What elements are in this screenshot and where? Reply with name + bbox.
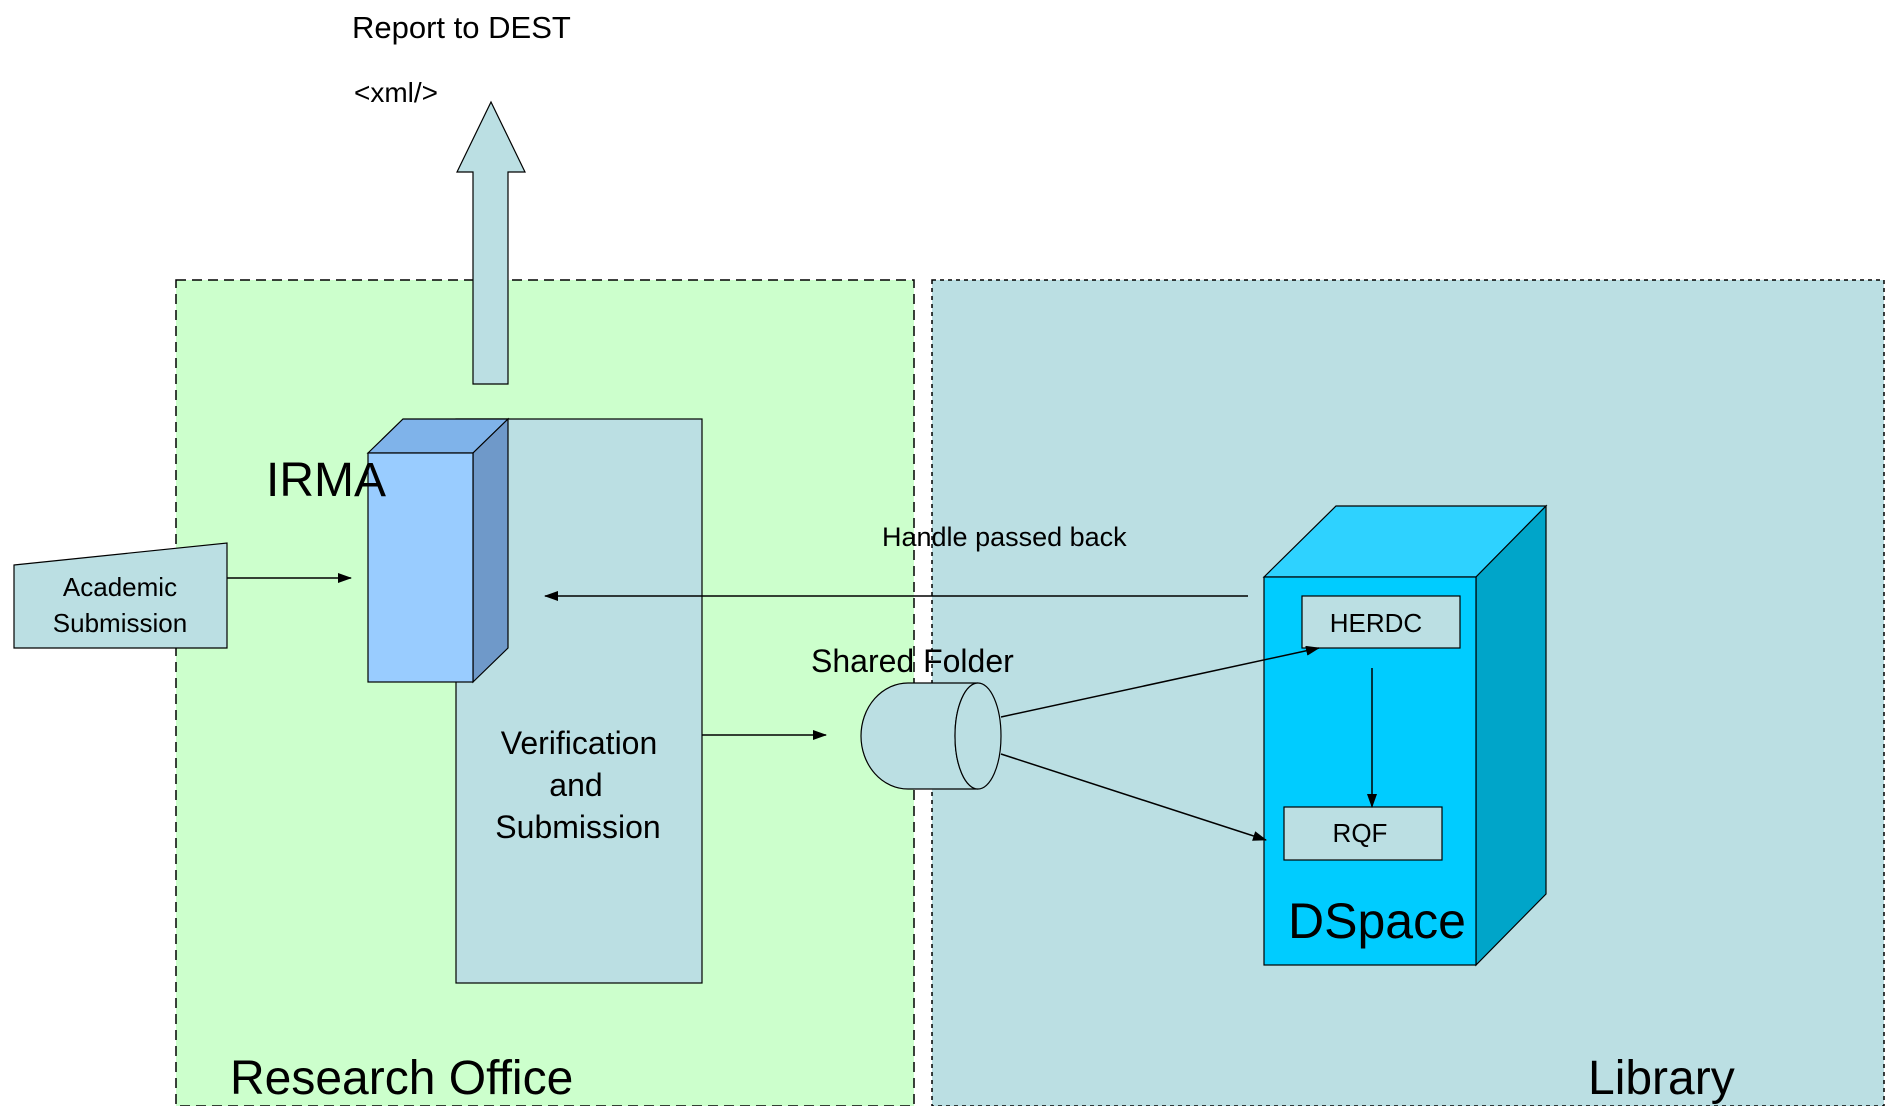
shared-folder-label: Shared Folder <box>811 643 1014 679</box>
academic-submission-box <box>13 542 228 649</box>
rqf-box <box>1283 806 1443 861</box>
report-up-arrow <box>456 100 526 385</box>
dspace-label: DSpace <box>1288 893 1466 949</box>
irma-server <box>366 417 510 684</box>
handle-passed-back-label: Handle passed back <box>882 522 1127 552</box>
shared-folder-cylinder <box>860 682 1002 790</box>
folder-to-herdc-arrow <box>1000 645 1320 718</box>
dspace-server <box>1262 504 1548 967</box>
xml-tag-label: <xml/> <box>354 77 438 108</box>
academic-submission-label-line2: Submission <box>53 608 187 638</box>
rqf-label: RQF <box>1333 818 1388 848</box>
report-to-dest-label: Report to DEST <box>352 10 571 45</box>
irma-label: IRMA <box>266 454 386 507</box>
academic-submission-label-line1: Academic <box>63 572 177 602</box>
verification-label-line2: and <box>549 767 602 803</box>
herdc-label: HERDC <box>1330 608 1422 638</box>
herdc-box <box>1301 595 1461 649</box>
verification-label-line1: Verification <box>501 725 658 761</box>
verification-label-line3: Submission <box>495 809 660 845</box>
folder-to-rqf-arrow <box>1000 753 1267 841</box>
research-office-label: Research Office <box>230 1052 573 1105</box>
library-label: Library <box>1588 1052 1735 1105</box>
